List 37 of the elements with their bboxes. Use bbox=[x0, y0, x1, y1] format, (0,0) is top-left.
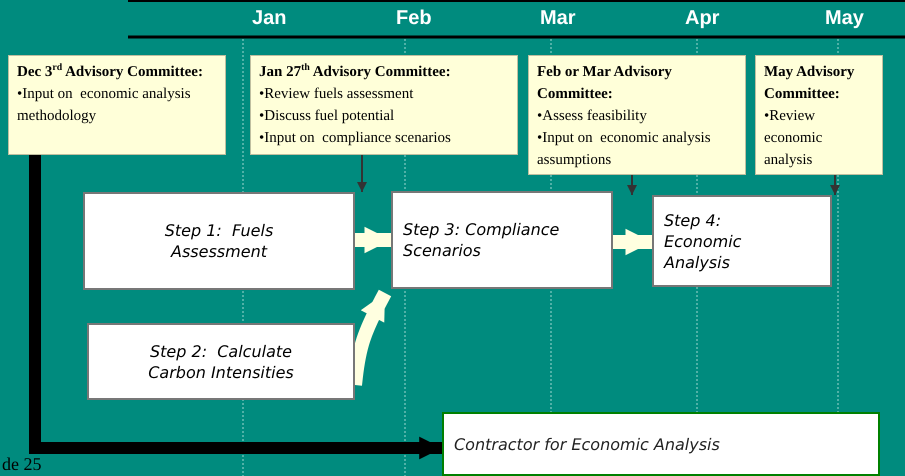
bullet-item: •Review fuels assessment bbox=[259, 85, 414, 104]
heading: Jan 27$^{th}$ Advisory Committee: bbox=[259, 61, 452, 82]
heading: Dec 3$^{rd}$ Advisory Committee: bbox=[17, 61, 204, 82]
month-label: Mar bbox=[540, 7, 576, 30]
arrow bbox=[613, 228, 652, 256]
box-label: Step 4: Economic Analysis bbox=[664, 210, 742, 272]
process-box bbox=[391, 191, 613, 289]
month-label: Apr bbox=[685, 7, 720, 30]
bullet-item: •Input on economic analysis methodology bbox=[17, 85, 192, 126]
note-box bbox=[250, 55, 518, 155]
note-box bbox=[528, 55, 746, 175]
bullet-item: •Review economic analysis bbox=[764, 107, 824, 170]
bullet-item: •Discuss fuel potential bbox=[259, 107, 396, 126]
bullet-item: •Input on compliance scenarios bbox=[259, 129, 452, 148]
month-label: Jan bbox=[252, 7, 286, 30]
arrow bbox=[355, 226, 391, 254]
month-label: Feb bbox=[396, 7, 432, 30]
bullet-item: •Input on economic analysis assumptions bbox=[537, 129, 712, 170]
process-box bbox=[87, 323, 355, 400]
month-label: May bbox=[825, 7, 864, 30]
process-box bbox=[83, 192, 355, 290]
arrow bbox=[830, 175, 840, 195]
heading: Feb or Mar Advisory Committee: bbox=[537, 63, 673, 104]
box-label: Step 3: Compliance Scenarios bbox=[403, 219, 560, 261]
note-box bbox=[755, 55, 883, 175]
note-box bbox=[8, 55, 226, 155]
process-box bbox=[652, 195, 832, 287]
slide-number: de 25 bbox=[2, 454, 42, 475]
arrow bbox=[627, 175, 637, 195]
box-label: Contractor for Economic Analysis bbox=[454, 434, 720, 454]
arrow bbox=[357, 155, 367, 192]
heading: May Advisory Committee: bbox=[764, 63, 856, 104]
bullet-item: •Assess feasibility bbox=[537, 107, 648, 126]
box-label: Step 2: Calculate Carbon Intensities bbox=[147, 340, 295, 382]
box-label: Step 1: Fuels Assessment bbox=[164, 220, 274, 262]
process-box bbox=[442, 412, 880, 476]
arrow bbox=[29, 155, 442, 460]
